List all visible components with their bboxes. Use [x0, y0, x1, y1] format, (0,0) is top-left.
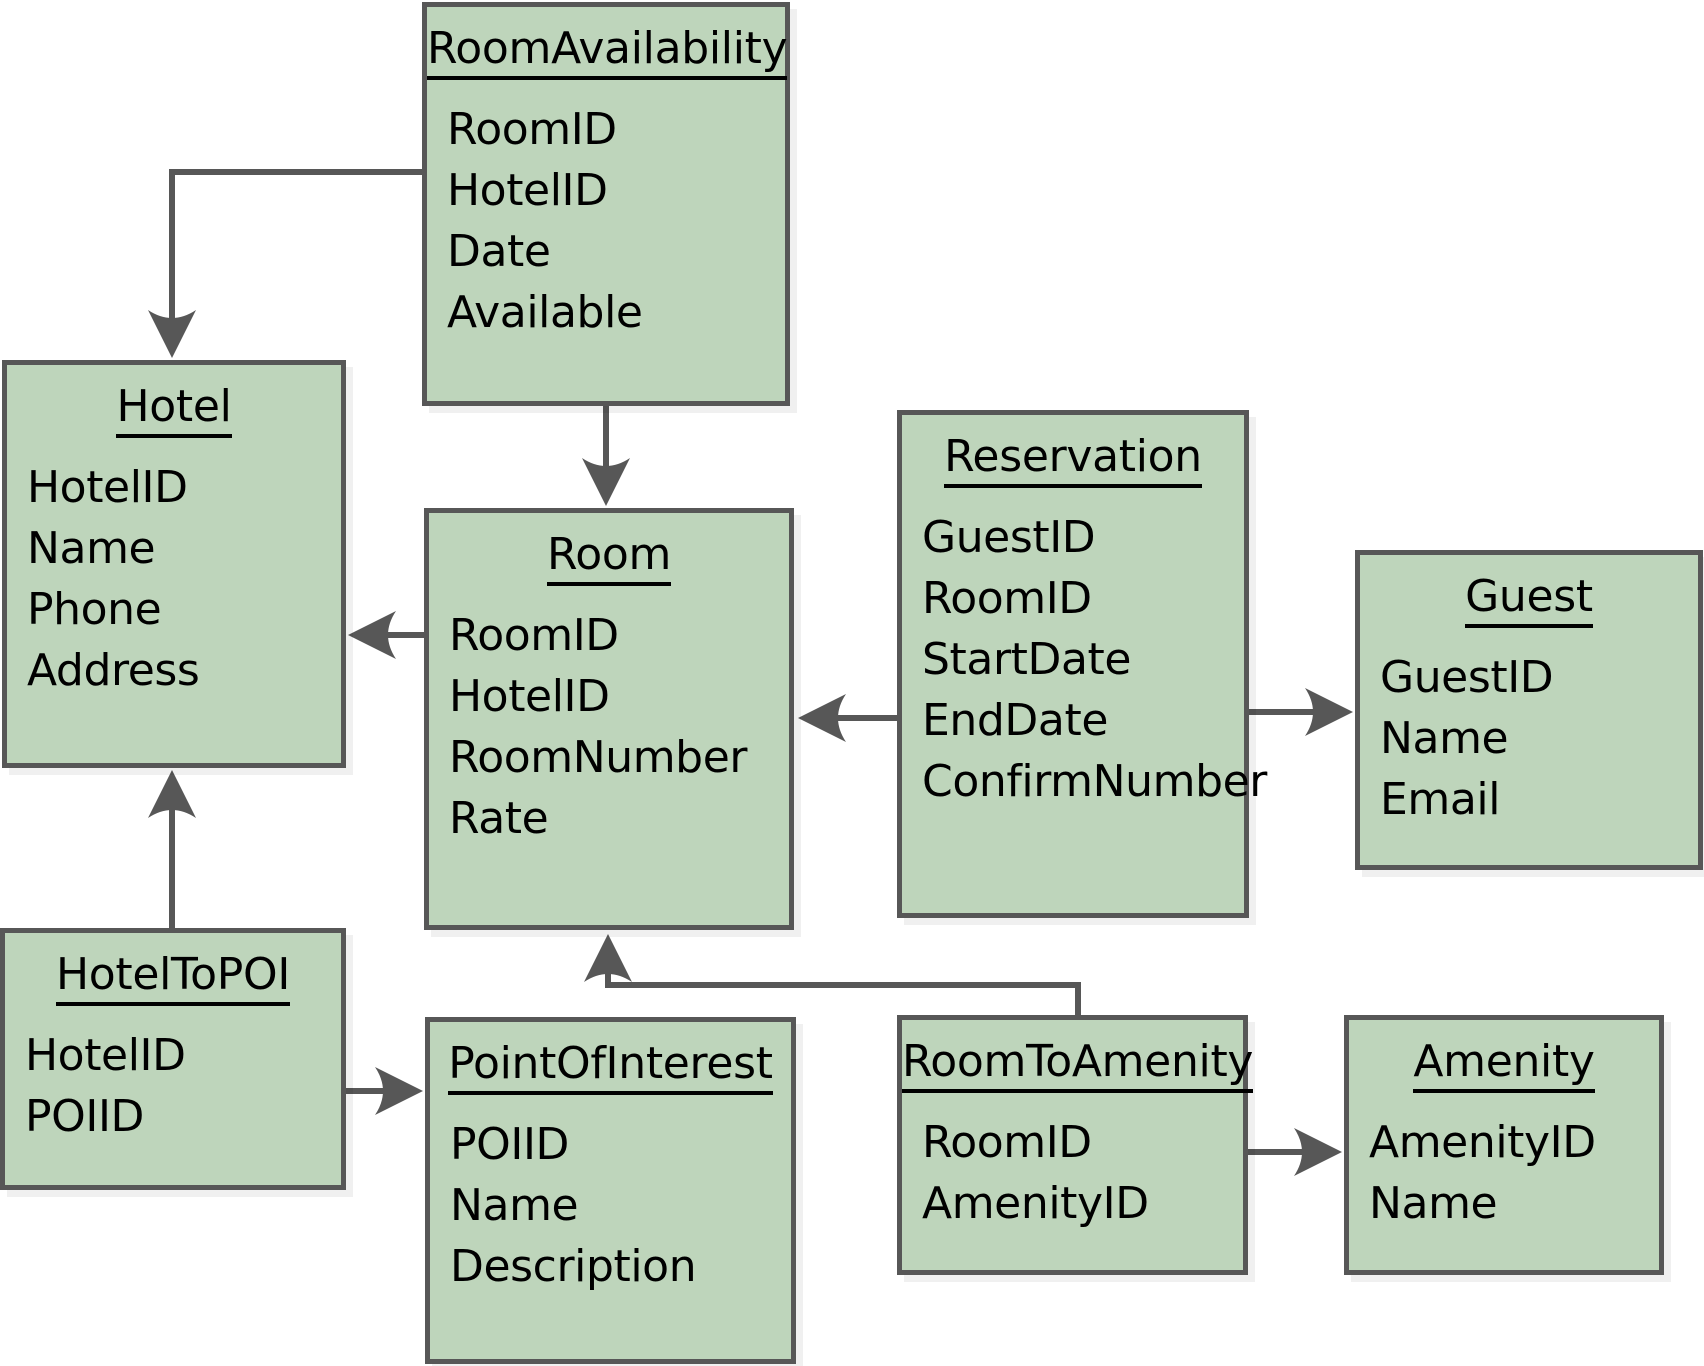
entity-title: RoomAvailability — [427, 7, 788, 80]
entity-title: Room — [429, 513, 789, 586]
attribute: Name — [450, 1180, 579, 1231]
attribute: RoomID — [922, 573, 1092, 624]
attribute: RoomID — [447, 104, 617, 155]
entity-amenity[interactable]: Amenity AmenityID Name — [1344, 1015, 1664, 1275]
attribute-list: RoomID HotelID Date Available — [427, 77, 785, 343]
attribute: AmenityID — [1369, 1117, 1596, 1168]
attribute-list: RoomID AmenityID — [902, 1090, 1243, 1234]
entity-reservation[interactable]: Reservation GuestID RoomID StartDate End… — [897, 410, 1267, 918]
connector-roomtoamenity-room — [584, 934, 1081, 1015]
attribute: Date — [447, 226, 551, 277]
attribute: Name — [1380, 713, 1509, 764]
attribute-list: RoomID HotelID RoomNumber Rate — [429, 583, 789, 849]
entity-title: RoomToAmenity — [902, 1020, 1253, 1093]
attribute: Name — [1369, 1178, 1498, 1229]
attribute: RoomID — [922, 1117, 1092, 1168]
attribute: Description — [450, 1241, 697, 1292]
entity-room-availability[interactable]: RoomAvailability RoomID HotelID Date Ava… — [422, 2, 790, 406]
entity-hotel-to-poi[interactable]: HotelToPOI HotelID POIID — [0, 928, 346, 1190]
attribute: EndDate — [922, 695, 1108, 746]
attribute: RoomNumber — [449, 732, 748, 783]
attribute-list: HotelID POIID — [5, 1003, 341, 1147]
entity-guest[interactable]: Guest GuestID Name Email — [1355, 550, 1703, 870]
attribute: Available — [447, 287, 643, 338]
entity-room-to-amenity[interactable]: RoomToAmenity RoomID AmenityID — [897, 1015, 1253, 1275]
attribute: Rate — [449, 793, 549, 844]
attribute-list: GuestID Name Email — [1360, 625, 1698, 830]
attribute-list: HotelID Name Phone Address — [7, 435, 341, 701]
attribute: POIID — [25, 1091, 145, 1142]
entity-title: Hotel — [7, 365, 341, 438]
entity-title: HotelToPOI — [5, 933, 341, 1006]
entity-title: Amenity — [1349, 1020, 1659, 1093]
attribute: ConfirmNumber — [922, 756, 1267, 807]
entity-title: PointOfInterest — [430, 1022, 791, 1095]
attribute-list: POIID Name Description — [430, 1092, 791, 1297]
entity-room[interactable]: Room RoomID HotelID RoomNumber Rate — [424, 508, 794, 930]
entity-title: Reservation — [902, 415, 1244, 488]
attribute: Name — [27, 523, 156, 574]
attribute: POIID — [450, 1119, 570, 1170]
attribute: HotelID — [447, 165, 608, 216]
attribute: RoomID — [449, 610, 619, 661]
attribute-list: GuestID RoomID StartDate EndDate Confirm… — [902, 485, 1267, 812]
connector-roomavailability-hotel — [148, 169, 422, 358]
attribute-list: AmenityID Name — [1349, 1090, 1659, 1234]
entity-hotel[interactable]: Hotel HotelID Name Phone Address — [2, 360, 346, 768]
attribute: Phone — [27, 584, 162, 635]
attribute: Email — [1380, 774, 1501, 825]
attribute: StartDate — [922, 634, 1132, 685]
attribute: GuestID — [922, 512, 1096, 563]
attribute: Address — [27, 645, 200, 696]
attribute: AmenityID — [922, 1178, 1149, 1229]
attribute: HotelID — [27, 462, 188, 513]
attribute: HotelID — [449, 671, 610, 722]
entity-title: Guest — [1360, 555, 1698, 628]
attribute: GuestID — [1380, 652, 1554, 703]
attribute: HotelID — [25, 1030, 186, 1081]
entity-point-of-interest[interactable]: PointOfInterest POIID Name Description — [425, 1017, 796, 1364]
